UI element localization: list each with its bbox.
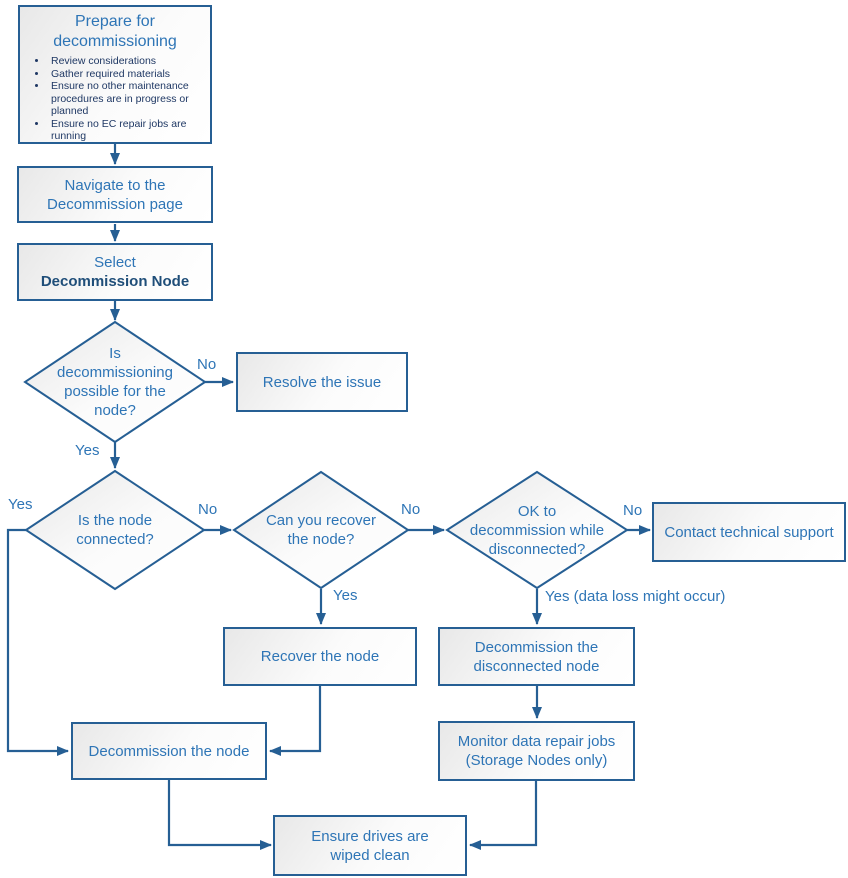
edge-label-ok-yes: Yes (data loss might occur) <box>545 588 726 605</box>
node-monitor-label: Monitor data repair jobs (Storage Nodes … <box>457 733 616 769</box>
node-decommission-disconnected: Decommission the disconnected node <box>438 627 635 686</box>
edge-label-recover-no: No <box>401 501 421 518</box>
edge-label-ok-no: No <box>623 502 643 519</box>
edge-label-connected-no: No <box>198 501 218 518</box>
node-decommission-disconnected-label: Decommission the disconnected node <box>473 638 600 675</box>
decision-can-you-recover-shape <box>232 470 410 590</box>
edge-label-recover-yes: Yes <box>333 587 358 604</box>
node-prepare-title: Prepare for decommissioning <box>53 13 177 50</box>
node-prepare: Prepare for decommissioning Review consi… <box>18 5 212 144</box>
node-navigate: Navigate to the Decommission page <box>17 166 213 223</box>
node-recover-node: Recover the node <box>223 627 417 686</box>
decision-is-node-connected-shape <box>24 469 206 591</box>
node-ensure-label: Ensure drives are wiped clean <box>311 827 429 864</box>
bullet-item: Ensure no EC repair jobs are running <box>48 118 204 143</box>
node-select-line1: Select <box>94 254 136 271</box>
edge-connected-yes-to-decommission-node <box>6 528 69 756</box>
edge-recover-node-to-decommission-node <box>269 686 322 756</box>
edge-label-possible-yes: Yes <box>75 442 100 459</box>
edge-decommission-node-to-ensure <box>167 780 272 850</box>
node-navigate-label: Navigate to the Decommission page <box>47 176 183 213</box>
node-prepare-bullet-list: Review considerations Gather required ma… <box>26 55 204 143</box>
edge-label-possible-no: No <box>197 356 217 373</box>
edge-monitor-to-ensure <box>469 781 538 850</box>
node-resolve-label: Resolve the issue <box>262 373 382 391</box>
node-contact-support: Contact technical support <box>652 502 846 562</box>
node-select-decommission: Select Decommission Node <box>17 243 213 301</box>
decision-ok-to-decommission-shape <box>445 470 629 590</box>
decision-is-decommissioning-possible-shape <box>23 320 207 444</box>
bullet-item: Gather required materials <box>48 68 204 81</box>
node-select-line2: Decommission Node <box>40 273 190 290</box>
node-decommission-node-label: Decommission the node <box>88 742 250 760</box>
node-decommission-node: Decommission the node <box>71 722 267 780</box>
edge-label-connected-yes: Yes <box>8 496 33 513</box>
bullet-item: Review considerations <box>48 55 204 68</box>
node-ensure-drives-wiped: Ensure drives are wiped clean <box>273 815 467 876</box>
node-monitor-repair-jobs: Monitor data repair jobs (Storage Nodes … <box>438 721 635 781</box>
node-resolve-issue: Resolve the issue <box>236 352 408 412</box>
node-recover-label: Recover the node <box>260 648 380 665</box>
bullet-item: Ensure no other maintenance procedures a… <box>48 80 204 118</box>
node-contact-label: Contact technical support <box>664 523 834 541</box>
